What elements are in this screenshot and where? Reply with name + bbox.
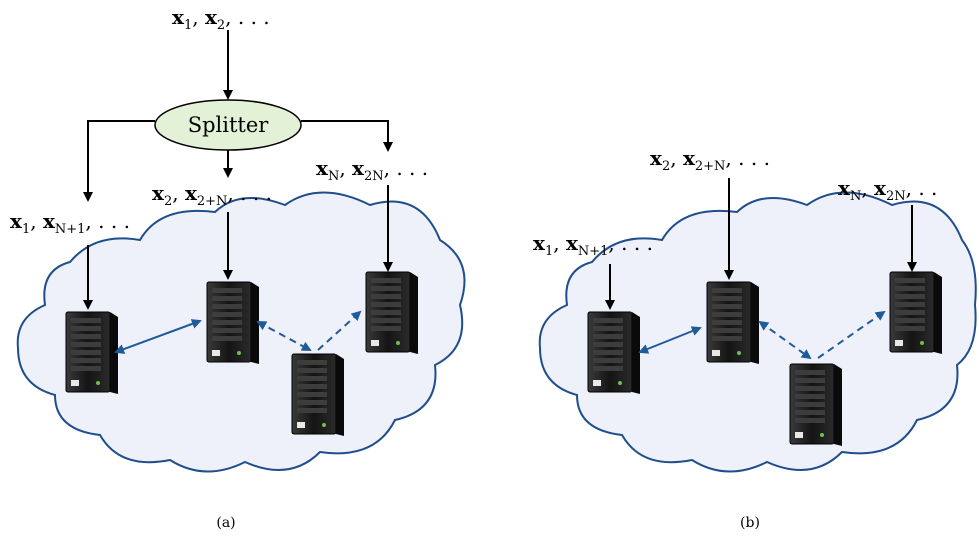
splitter-output-1 <box>83 120 155 202</box>
link-solid <box>114 319 202 354</box>
server-icon <box>789 363 843 447</box>
server-icon <box>889 271 943 355</box>
panel-a: x1, x2, . . . Splitter x1, xN+1, . . . x… <box>10 5 466 531</box>
panel-b: x1, xN+1, . . . x2, x2+N, . . . xN, x2N,… <box>533 146 977 531</box>
link-dashed <box>256 321 312 351</box>
server-icon <box>706 281 760 365</box>
splitter-output-n <box>301 120 393 152</box>
stream-n-label: xN, x2N, . . <box>838 176 937 204</box>
server-icon <box>65 311 119 395</box>
server-icon <box>587 311 641 395</box>
link-dashed <box>317 310 362 351</box>
link-dashed <box>758 320 812 360</box>
stream-1-label: x1, xN+1, . . . <box>10 209 130 237</box>
server-icon <box>291 353 345 437</box>
link-dashed <box>817 310 886 359</box>
link-solid <box>638 326 702 354</box>
input-stream-label: x1, x2, . . . <box>172 5 270 33</box>
stream-1-label: x1, xN+1, . . . <box>533 231 653 259</box>
server-icon <box>206 281 260 365</box>
server-icon <box>365 271 419 355</box>
caption-b: (b) <box>740 515 760 531</box>
stream-2-label: x2, x2+N, . . . <box>152 181 272 209</box>
stream-n-label: xN, x2N, . . . <box>316 156 428 184</box>
caption-a: (a) <box>216 515 235 531</box>
stream-2-label: x2, x2+N, . . . <box>650 146 770 174</box>
splitter-label: Splitter <box>188 113 270 137</box>
